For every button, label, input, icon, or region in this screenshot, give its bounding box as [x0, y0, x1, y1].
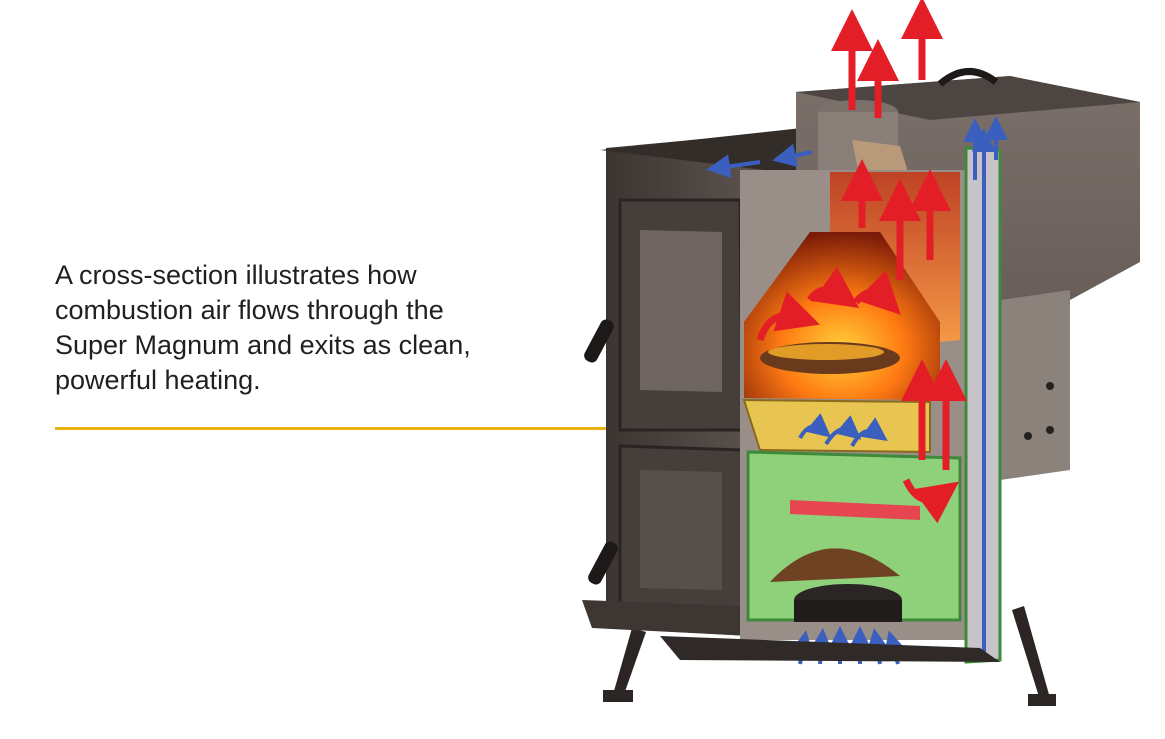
caption-line-1: A cross-section illustrates how — [55, 260, 417, 290]
handle-icon — [584, 319, 618, 585]
grate-box — [742, 398, 931, 454]
lower-door-panel — [640, 470, 722, 590]
hopper-handle — [937, 68, 999, 87]
caption-rule — [55, 427, 627, 430]
caption-text: A cross-section illustrates how combusti… — [55, 258, 575, 398]
red-arrow-icon — [756, 0, 967, 524]
fuel-pile — [770, 548, 900, 582]
side-panel — [1000, 290, 1070, 480]
stove-legs — [603, 606, 1056, 706]
stove-base — [660, 636, 1000, 662]
caption-line-3: Super Magnum and exits as clean, — [55, 330, 471, 360]
side-panel-bolts — [1024, 382, 1054, 440]
caption-line-4: powerful heating. — [55, 365, 261, 395]
caption-line-2: combustion air flows through the — [55, 295, 444, 325]
upper-door-glass — [640, 230, 722, 392]
ash-lip — [582, 600, 752, 636]
stove-cross-section-illustration — [582, 0, 1140, 706]
